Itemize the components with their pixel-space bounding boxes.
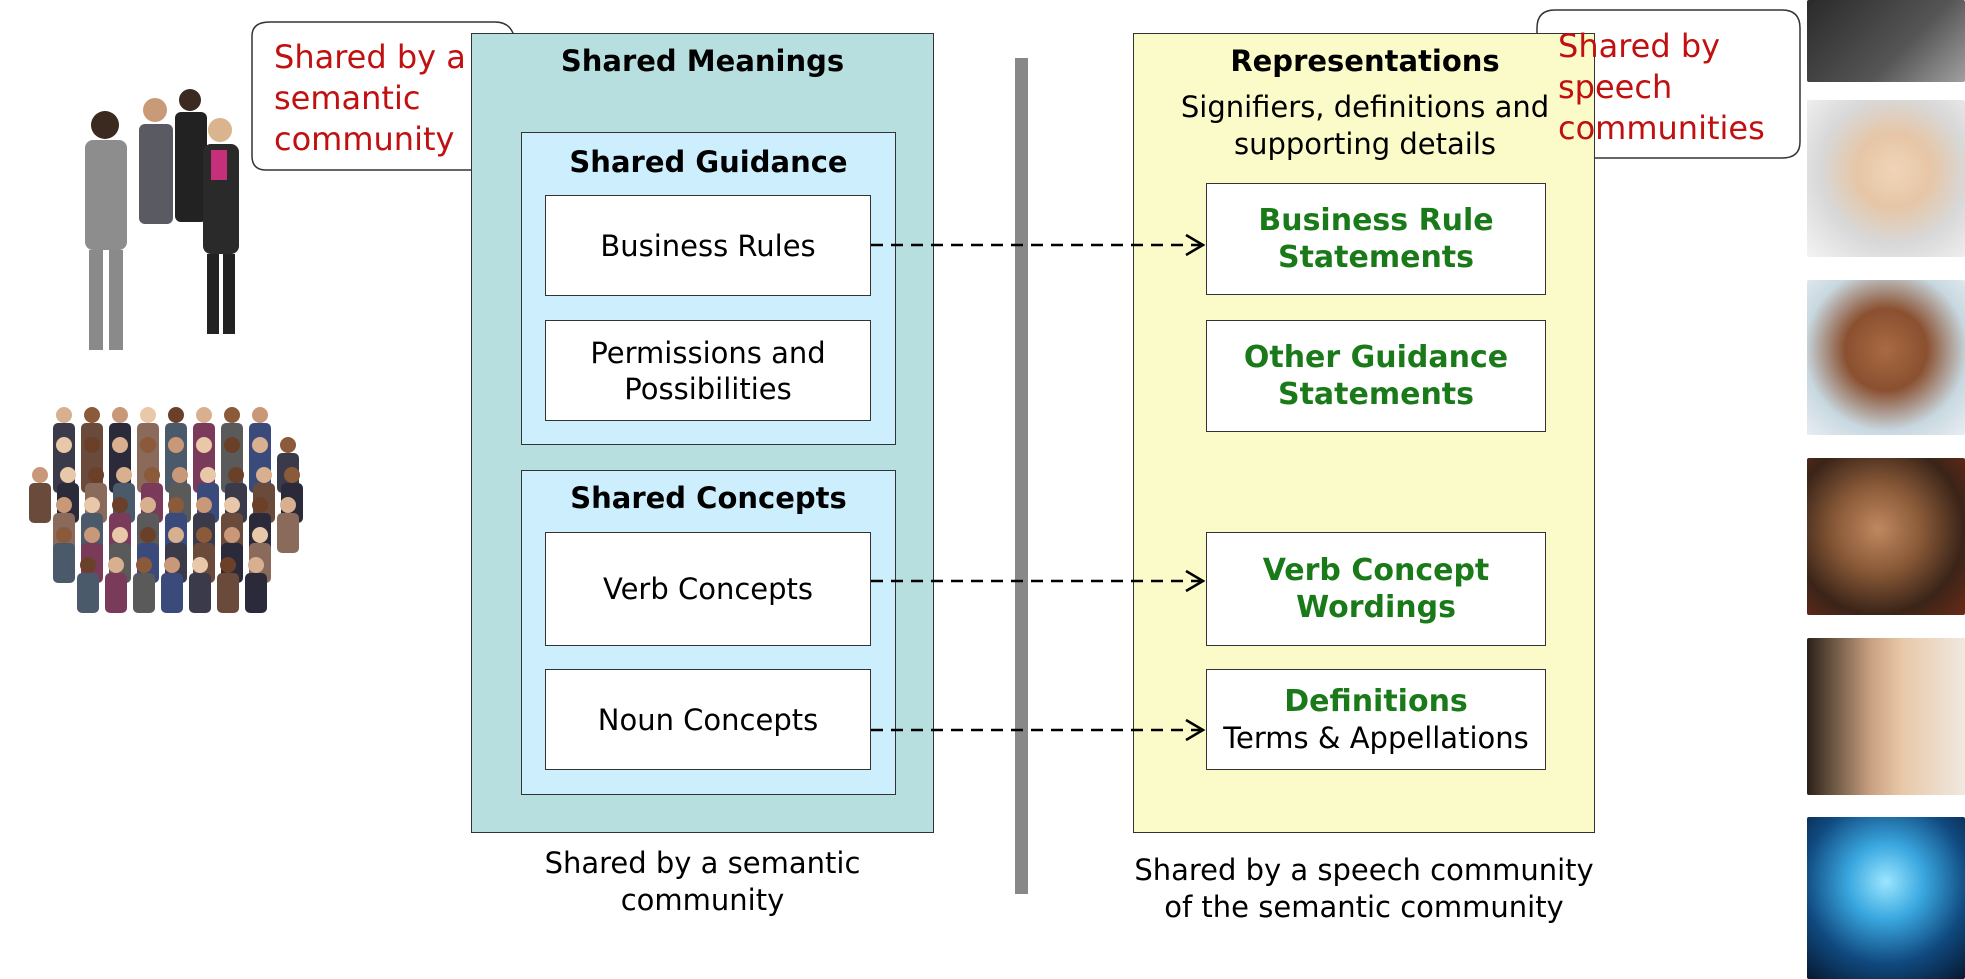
- permissions-possibilities-box: Permissions and Possibilities: [545, 320, 871, 421]
- representations-title: Representations: [1230, 44, 1500, 78]
- other-guidance-statements-label: Other Guidance Statements: [1243, 340, 1509, 412]
- definitions-label: Definitions: [1284, 683, 1468, 719]
- representations-subtitle: Signifiers, definitions and supporting d…: [1180, 90, 1550, 161]
- verb-concept-wordings-box: Verb Concept Wordings: [1206, 532, 1546, 646]
- shared-guidance-title: Shared Guidance: [569, 145, 848, 179]
- ai-hologram-photo: [1807, 817, 1965, 979]
- verb-concepts-box: Verb Concepts: [545, 532, 871, 646]
- shared-concepts-title: Shared Concepts: [570, 481, 847, 515]
- business-rule-statements-box: Business Rule Statements: [1206, 183, 1546, 295]
- right-callout-text: Shared by speech communities: [1558, 27, 1765, 147]
- vertical-divider: [1015, 58, 1028, 894]
- young-man-photo: [1807, 458, 1965, 615]
- shared-meanings-title: Shared Meanings: [560, 44, 845, 78]
- businessman-photo: [1807, 0, 1965, 82]
- left-callout-text: Shared by a semantic community: [274, 38, 466, 158]
- business-people-group-illustration: [85, 89, 239, 350]
- terms-appellations-label: Terms & Appellations: [1223, 720, 1529, 755]
- business-rules-box: Business Rules: [545, 195, 871, 296]
- doctor-woman-photo: [1807, 100, 1965, 257]
- smiling-man-photo: [1807, 280, 1965, 435]
- business-rule-statements-label: Business Rule Statements: [1258, 203, 1494, 275]
- crowd-illustration: [29, 407, 303, 613]
- other-guidance-statements-box: Other Guidance Statements: [1206, 320, 1546, 432]
- right-caption: Shared by a speech community of the sema…: [1134, 853, 1594, 924]
- verb-concept-wordings-label: Verb Concept Wordings: [1262, 553, 1490, 625]
- left-caption: Shared by a semantic community: [544, 846, 861, 917]
- woman-reading-photo: [1807, 638, 1965, 795]
- noun-concepts-box: Noun Concepts: [545, 669, 871, 770]
- definitions-box: Definitions Terms & Appellations: [1206, 669, 1546, 770]
